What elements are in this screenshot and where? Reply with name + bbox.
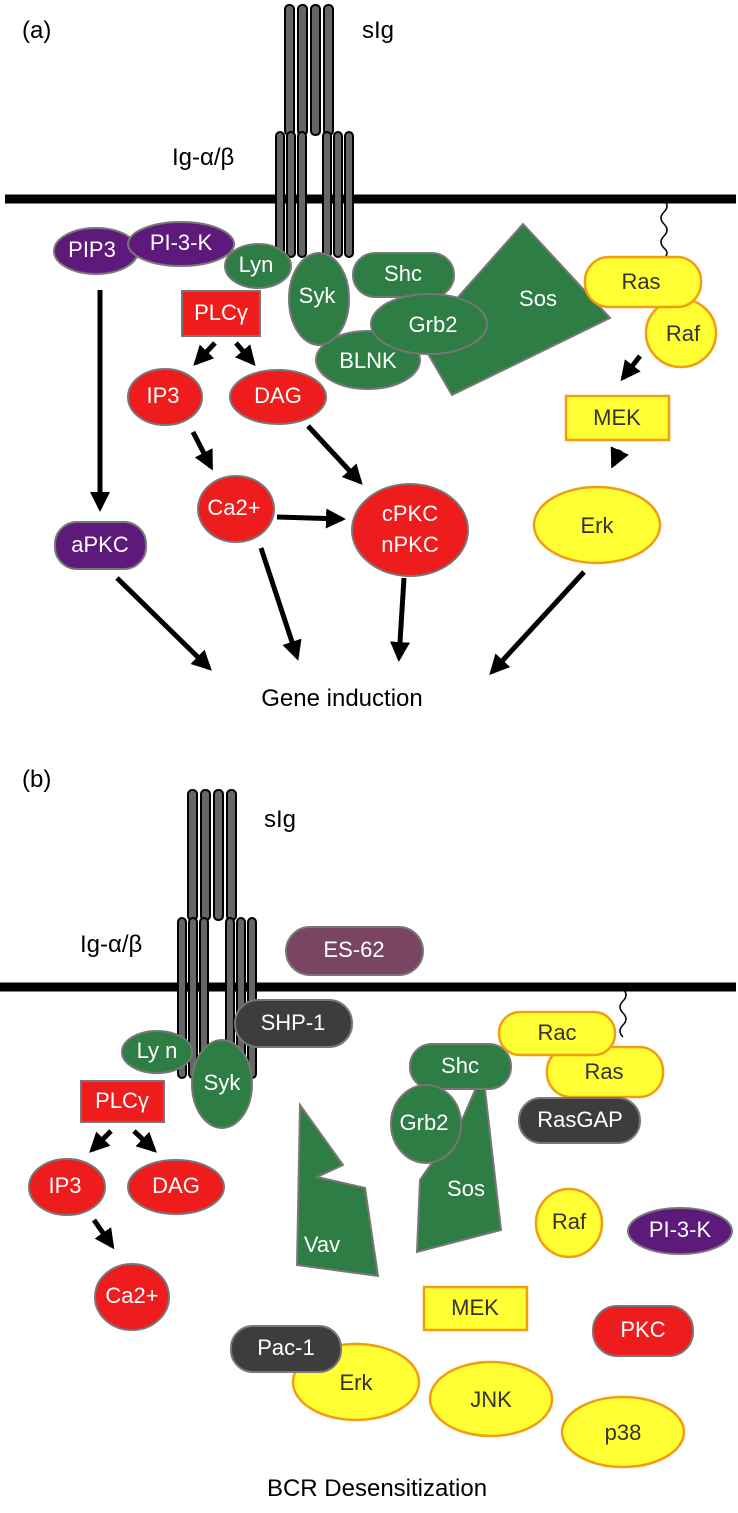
panel-a-lipid-anchor	[660, 199, 668, 259]
svg-text:PIP3: PIP3	[68, 237, 116, 262]
svg-text:Ras: Ras	[621, 269, 660, 294]
svg-text:Raf: Raf	[552, 1209, 587, 1234]
panel-a-pip3-node: PIP3	[53, 227, 139, 275]
svg-text:RasGAP: RasGAP	[537, 1107, 623, 1132]
svg-text:nPKC: nPKC	[381, 532, 439, 557]
svg-text:Ca2+: Ca2+	[105, 1283, 158, 1308]
svg-text:Shc: Shc	[441, 1053, 479, 1078]
panel-a-ras-node: Ras	[583, 255, 703, 309]
panel-b-outcome-label: BCR Desensitization	[267, 1475, 487, 1502]
panel-a-apkc-node: aPKC	[54, 521, 147, 570]
svg-text:Ly n: Ly n	[137, 1038, 178, 1063]
panel-b-p38-node: p38	[560, 1395, 686, 1469]
panel-b-sos-node: Sos	[415, 1068, 503, 1254]
panel-b-coreceptor-label: Ig-α/β	[80, 931, 142, 958]
panel-b-syk-node: Syk	[191, 1039, 253, 1129]
panel-b-shc-node: Shc	[409, 1043, 512, 1090]
panel-a-arrows	[90, 290, 642, 675]
panel-b-arrows	[89, 1129, 157, 1250]
svg-text:Erk: Erk	[340, 1370, 374, 1395]
panel-a-raf-node: Raf	[644, 297, 718, 369]
panel-a-cpkc-npkc-node: cPKC nPKC	[351, 483, 469, 577]
panel-a-sos-node: Sos	[418, 222, 612, 397]
svg-text:Raf: Raf	[666, 321, 701, 346]
panel-b-vav-node: Vav	[295, 1101, 380, 1278]
panel-a-receptor-label: sIg	[362, 17, 394, 44]
panel-a-plcg-node: PLCγ	[181, 290, 261, 337]
svg-text:p38: p38	[605, 1420, 642, 1445]
panel-b: (b) sIg Ig-α/β ES-62 SHP-	[0, 766, 736, 1502]
panel-b-grb2-node: Grb2	[390, 1084, 462, 1164]
svg-text:Rac: Rac	[537, 1020, 576, 1045]
svg-text:Lyn: Lyn	[239, 252, 274, 277]
panel-a: (a) sIg Ig-α/β	[5, 4, 736, 712]
svg-text:MEK: MEK	[593, 405, 641, 430]
panel-a-erk-node: Erk	[532, 485, 662, 565]
svg-text:cPKC: cPKC	[382, 501, 438, 526]
svg-text:Erk: Erk	[581, 513, 615, 538]
svg-text:DAG: DAG	[152, 1173, 200, 1198]
panel-b-raf-node: Raf	[534, 1187, 604, 1259]
panel-b-ip3-node: IP3	[28, 1158, 106, 1216]
svg-text:PLCγ: PLCγ	[95, 1088, 149, 1113]
panel-a-ip3-node: IP3	[127, 368, 203, 426]
svg-text:PI-3-K: PI-3-K	[649, 1217, 712, 1242]
panel-b-rac-node: Rac	[497, 1010, 617, 1057]
svg-text:SHP-1: SHP-1	[261, 1010, 326, 1035]
panel-a-mek-node: MEK	[564, 394, 671, 442]
svg-text:Ras: Ras	[584, 1059, 623, 1084]
panel-a-dag-node: DAG	[229, 369, 327, 425]
panel-b-label: (b)	[22, 766, 51, 793]
svg-text:Pac-1: Pac-1	[257, 1335, 314, 1360]
panel-b-ca-node: Ca2+	[94, 1263, 170, 1331]
svg-text:Grb2: Grb2	[400, 1110, 449, 1135]
panel-a-syk-node: Syk	[288, 252, 350, 346]
svg-text:JNK: JNK	[470, 1387, 512, 1412]
panel-b-receptor-label: sIg	[264, 806, 296, 833]
svg-text:Grb2: Grb2	[409, 312, 458, 337]
panel-b-rasgap-node: RasGAP	[518, 1097, 641, 1144]
panel-b-dag-node: DAG	[127, 1159, 225, 1215]
panel-a-sig-receptor	[275, 4, 354, 258]
panel-a-outcome-label: Gene induction	[261, 685, 422, 712]
svg-text:DAG: DAG	[254, 383, 302, 408]
panel-b-pac1-node: Pac-1	[230, 1325, 342, 1373]
svg-text:IP3: IP3	[146, 383, 179, 408]
svg-text:Ca2+: Ca2+	[207, 495, 260, 520]
svg-text:IP3: IP3	[48, 1173, 81, 1198]
svg-text:Sos: Sos	[519, 286, 557, 311]
svg-text:Syk: Syk	[204, 1070, 242, 1095]
panel-a-label: (a)	[22, 17, 51, 44]
svg-text:Shc: Shc	[384, 261, 422, 286]
panel-a-grb2-node: Grb2	[370, 293, 488, 355]
svg-text:ES-62: ES-62	[323, 937, 384, 962]
panel-a-shc-node: Shc	[352, 252, 455, 298]
panel-b-es62-node: ES-62	[285, 926, 424, 976]
panel-b-pkc-node: PKC	[592, 1305, 694, 1357]
svg-text:PLCγ: PLCγ	[194, 300, 248, 325]
panel-a-lyn-node: Lyn	[224, 243, 292, 289]
panel-a-pi3k-node: PI-3-K	[127, 221, 235, 267]
svg-text:Syk: Syk	[299, 283, 337, 308]
panel-b-mek-node: MEK	[422, 1285, 529, 1332]
svg-text:Sos: Sos	[447, 1176, 485, 1201]
svg-text:Vav: Vav	[304, 1232, 340, 1257]
panel-b-lyn-node: Ly n	[121, 1030, 193, 1074]
panel-b-jnk-node: JNK	[428, 1360, 554, 1438]
panel-b-plcg-node: PLCγ	[80, 1080, 165, 1123]
svg-text:MEK: MEK	[451, 1295, 499, 1320]
svg-text:BLNK: BLNK	[339, 348, 397, 373]
svg-text:PKC: PKC	[620, 1317, 665, 1342]
panel-b-lipid-anchor	[619, 988, 627, 1038]
panel-a-ca-node: Ca2+	[197, 475, 275, 543]
svg-text:aPKC: aPKC	[71, 532, 129, 557]
panel-b-shp1-node: SHP-1	[234, 999, 353, 1048]
svg-text:PI-3-K: PI-3-K	[150, 230, 213, 255]
panel-a-coreceptor-label: Ig-α/β	[172, 144, 234, 171]
panel-b-pi3k-node: PI-3-K	[627, 1207, 733, 1255]
